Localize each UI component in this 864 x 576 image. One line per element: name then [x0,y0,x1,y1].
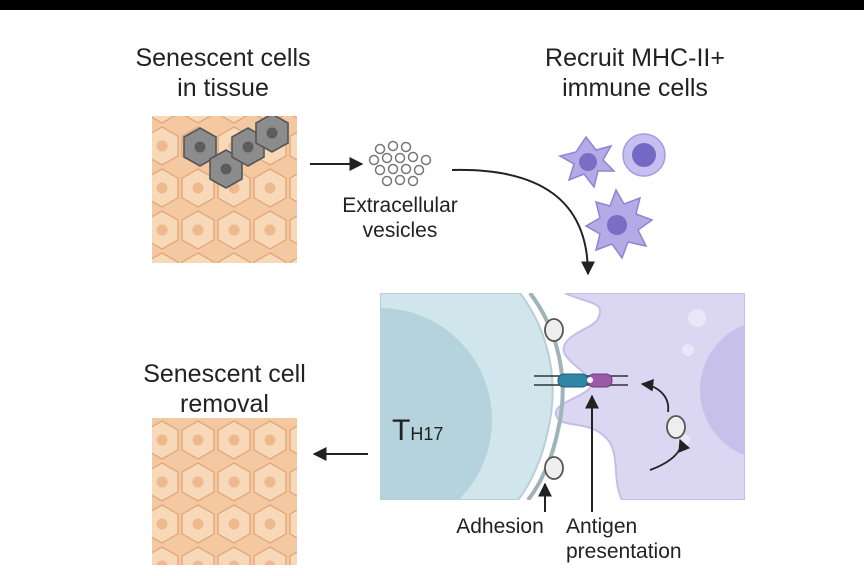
tcr-mhc-complex [534,373,628,388]
lymphocyte-cell [622,133,666,177]
removal-title: Senescent cell removal [143,360,306,418]
senescent-cells-cluster [183,116,289,189]
antigen-vesicle [666,415,686,439]
arrow-vesicle-to-complex [640,378,670,413]
antigen-presentation-label: Antigen presentation [566,515,682,563]
top-border-bar [0,0,864,10]
vesicles-label: Extracellular vesicles [342,194,458,242]
dendritic-cell-small [558,135,616,189]
th17-label: TH17 [392,378,482,449]
vesicles-cluster [368,140,432,187]
senescent-cells-title: Senescent cells in tissue [135,44,311,102]
cell-interaction-panel [380,293,745,500]
recruit-immune-title: Recruit MHC-II+ immune cells [545,44,725,102]
arrow-vesicles-to-interaction [451,168,595,276]
t-cell-nucleus [380,308,492,500]
apc-nucleus [700,324,745,456]
antigen-presenting-cell [554,293,745,500]
cleared-tissue-block [152,418,297,565]
senescent-tissue-block [152,116,297,263]
dendritic-cell-large [584,188,654,260]
th17-subscript: H17 [410,424,444,445]
arrow-vesicle-rise [649,438,691,471]
th17-main-letter: T [392,414,411,448]
adhesion-molecule-bottom [544,456,564,480]
adhesion-molecule-top [544,318,564,342]
adhesion-label: Adhesion [456,515,544,538]
